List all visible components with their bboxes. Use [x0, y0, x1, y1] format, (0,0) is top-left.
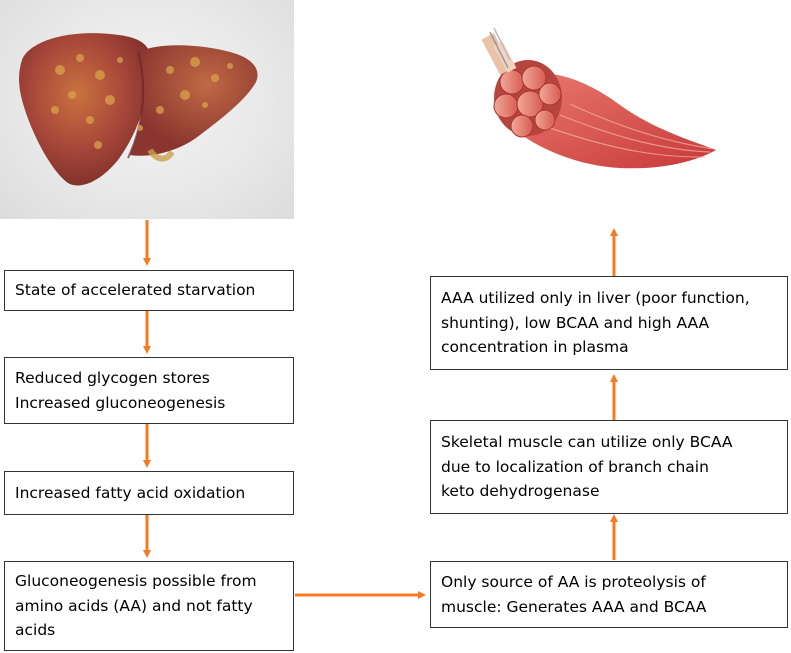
box-fatty-acid-oxidation: Increased fatty acid oxidation — [4, 471, 294, 515]
box-text-line: Gluconeogenesis possible from — [15, 572, 257, 591]
box-accelerated-starvation: State of accelerated starvation — [4, 270, 294, 311]
box-text-line: Increased fatty acid oxidation — [15, 483, 246, 502]
box-text-line: AAA utilized only in liver (poor functio… — [441, 289, 750, 308]
box-text-line: concentration in plasma — [441, 338, 629, 357]
box-proteolysis: Only source of AA is proteolysis of musc… — [430, 561, 788, 628]
box-skeletal-muscle-bcaa: Skeletal muscle can utilize only BCAA du… — [430, 420, 788, 514]
box-text-line: Reduced glycogen stores — [15, 369, 210, 387]
box-aaa-liver: AAA utilized only in liver (poor functio… — [430, 276, 788, 370]
box-glycogen-gluconeogenesis: Reduced glycogen stores Increased glucon… — [4, 357, 294, 424]
muscle-illustration — [481, 27, 716, 169]
box-text-line: Only source of AA is proteolysis of — [441, 573, 706, 591]
box-text-line: Skeletal muscle can utilize only BCAA — [441, 433, 733, 452]
liver-illustration — [19, 33, 258, 186]
box-text-line: muscle: Generates AAA and BCAA — [441, 597, 707, 616]
box-text-line: shunting), low BCAA and high AAA — [441, 313, 710, 332]
liver-image — [0, 0, 294, 219]
box-text-line: amino acids (AA) and not fatty — [15, 596, 253, 615]
box-gluconeogenesis-aa: Gluconeogenesis possible from amino acid… — [4, 561, 294, 651]
box-text-line: acids — [15, 621, 56, 640]
box-text-line: Increased gluconeogenesis — [15, 393, 226, 412]
box-text-line: keto dehydrogenase — [441, 482, 600, 501]
box-text-line: State of accelerated starvation — [15, 281, 256, 300]
box-text-line: due to localization of branch chain — [441, 457, 709, 476]
